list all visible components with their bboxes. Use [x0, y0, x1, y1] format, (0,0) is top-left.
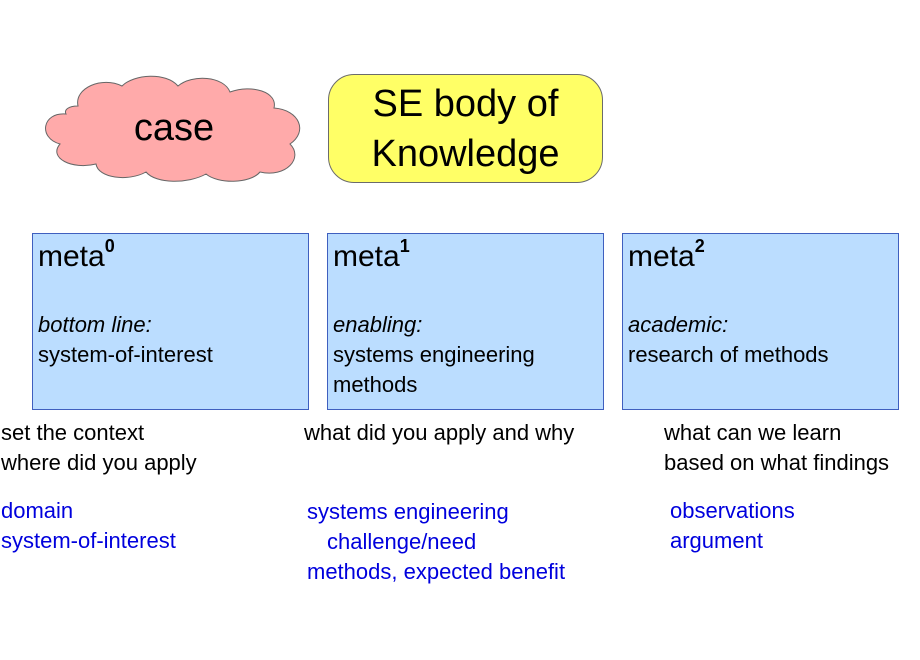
- meta0-question-line-2: where did you apply: [1, 450, 197, 475]
- case-cloud: case: [38, 72, 310, 184]
- meta2-question-line-2: based on what findings: [664, 450, 890, 475]
- meta0-answer-line-2: system-of-interest: [1, 528, 176, 553]
- meta0-title: meta0: [38, 236, 115, 273]
- meta2-question-line-1: what can we learn: [664, 420, 842, 445]
- meta0-answers: domain system-of-interest: [1, 496, 176, 556]
- meta1-question-line-1: what did you apply and why: [304, 420, 575, 445]
- meta2-answers: observations argument: [670, 496, 795, 556]
- meta2-answer-line-1: observations: [670, 498, 795, 523]
- meta1-description-line-2: methods: [333, 372, 418, 397]
- cloud-shape: [45, 75, 301, 182]
- meta1-box: meta1 enabling: systems engineering meth…: [327, 233, 604, 410]
- meta1-description-line-1: systems engineering: [333, 342, 535, 367]
- meta2-role: academic:: [628, 312, 729, 337]
- se-body-of-knowledge-box: SE body of Knowledge: [328, 74, 603, 183]
- meta0-answer-line-1: domain: [1, 498, 74, 523]
- meta1-role: enabling:: [333, 312, 423, 337]
- meta0-question-line-1: set the context: [1, 420, 145, 445]
- meta2-description: research of methods: [628, 342, 829, 367]
- meta1-answers: systems engineering challenge/need metho…: [307, 497, 565, 587]
- meta2-title: meta2: [628, 236, 705, 273]
- meta1-title: meta1: [333, 236, 410, 273]
- meta2-question: what can we learn based on what findings: [664, 418, 889, 478]
- sebok-line-2: Knowledge: [371, 132, 560, 175]
- meta0-box: meta0 bottom line: system-of-interest: [32, 233, 309, 410]
- meta0-superscript: 0: [104, 236, 115, 256]
- meta0-description: system-of-interest: [38, 342, 213, 367]
- sebok-line-1: SE body of: [372, 82, 559, 125]
- meta2-answer-line-2: argument: [670, 528, 763, 553]
- meta0-question: set the context where did you apply: [1, 418, 197, 478]
- meta2-box: meta2 academic: research of methods: [622, 233, 899, 410]
- meta2-superscript: 2: [694, 236, 705, 256]
- meta1-superscript: 1: [399, 236, 410, 256]
- meta1-answer-line-1: systems engineering: [307, 499, 509, 524]
- meta1-answer-line-2: challenge/need: [327, 529, 477, 554]
- meta0-role: bottom line:: [38, 312, 152, 337]
- meta1-question: what did you apply and why: [304, 418, 574, 448]
- meta1-answer-line-3: methods, expected benefit: [307, 559, 566, 584]
- case-label: case: [133, 106, 215, 149]
